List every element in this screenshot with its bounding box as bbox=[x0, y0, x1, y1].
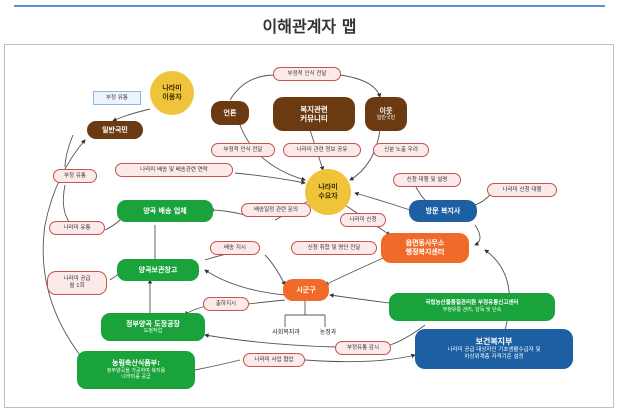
label-info-share: 나라미 관련 정보 공유 bbox=[283, 143, 361, 157]
edge-schedule-delivery bbox=[209, 207, 246, 216]
label-supply: 나라미 공급 월 1회 bbox=[47, 271, 107, 295]
node-neighbor: 이웃 일반국민 bbox=[365, 97, 407, 131]
edge-town-city bbox=[324, 254, 391, 286]
node-mill: 정부양곡 도정공장 도정작업 bbox=[101, 313, 205, 341]
edge-city-split bbox=[284, 300, 326, 327]
node-welfare-community: 복지관련 커뮤니티 bbox=[273, 97, 355, 131]
node-agriculture: 농정과 bbox=[319, 329, 337, 337]
node-warehouse: 양곡보관창고 bbox=[117, 259, 199, 281]
node-mohw: 보건복지부 나라미 공급 대상자인 기초생활수급자 및 차상위계층 자격기준 설… bbox=[415, 329, 573, 369]
edge-distribution bbox=[104, 219, 121, 231]
edge-fraud-left bbox=[62, 184, 71, 224]
label-negative-perception: 부정적 인식 전달 bbox=[211, 143, 275, 157]
edge-neg-neighbor bbox=[339, 74, 382, 98]
edge-coop-mohw bbox=[304, 353, 416, 363]
label-apply-promo: 나라미 신청 대행 bbox=[487, 183, 557, 197]
edge-mafra-general bbox=[42, 139, 86, 356]
label-apply-explain: 신청 대행 및 설명 bbox=[393, 173, 461, 187]
node-naqs: 국립농산물품질관리원 부정유통신고센터 부정유통 관리, 감독 및 단속 bbox=[389, 293, 555, 321]
edge-neighbor-recipient bbox=[349, 129, 381, 181]
label-delivery-order: 배송 지시 bbox=[210, 241, 260, 255]
edge-media-top bbox=[229, 74, 276, 101]
label-delivery-contact: 나라미 배송 및 배송관련 연락 bbox=[115, 163, 233, 177]
label-apply: 나라미 신청 bbox=[340, 213, 386, 227]
edge-media-recipient bbox=[239, 124, 306, 182]
node-social-welfare: 사회복지과 bbox=[272, 329, 300, 337]
title-rule bbox=[14, 5, 605, 7]
title-area: 이해관계자 맵 bbox=[0, 0, 619, 40]
edge-city-warehouse bbox=[204, 269, 286, 296]
node-visit-welfare: 방문 복지사 bbox=[409, 200, 477, 222]
node-delivery-company: 양곡 배송 업체 bbox=[117, 200, 213, 222]
page-title: 이해관계자 맵 bbox=[262, 17, 357, 36]
node-user-highlight: 부정 유통 bbox=[93, 91, 141, 105]
edge-user-general bbox=[112, 108, 151, 122]
label-release-order: 출하지시 bbox=[203, 297, 249, 311]
node-naramie-recipient: 나라미 수요자 bbox=[305, 169, 351, 215]
edge-visit-town bbox=[474, 224, 481, 246]
node-media: 언론 bbox=[211, 101, 249, 125]
label-report-concern: 신분 노출 우려 bbox=[373, 143, 429, 157]
edge-visit-recipient bbox=[354, 191, 411, 211]
edge-order-city bbox=[264, 254, 286, 286]
edge-general-fraud bbox=[64, 134, 74, 168]
node-city: 시군구 bbox=[283, 279, 329, 301]
node-mafra: 농림축산식품부: 정부양곡을 가공하여 복지용 나라미를 공급 bbox=[77, 351, 195, 389]
label-fraud-distribution: 부정 유통 bbox=[53, 169, 97, 183]
edge-delivery-recipient bbox=[234, 172, 306, 185]
label-project-coop: 나라미 사업 협업 bbox=[243, 353, 305, 367]
label-distribution: 나라미 유통 bbox=[49, 221, 105, 235]
node-general-public: 일반국민 bbox=[87, 121, 143, 139]
label-apply-accept: 신청 취합 및 명단 전달 bbox=[291, 241, 377, 255]
stakeholder-map: 나라미 이용자 부정 유통 일반국민 부정 유통 부정적 인식 전달 언론 복지… bbox=[4, 44, 614, 408]
label-fraud-monitor: 부정유통 감시 bbox=[335, 341, 391, 355]
label-negative-perception-top: 부정적 인식 전달 bbox=[273, 67, 341, 81]
edge-naqs-monitor bbox=[389, 324, 426, 346]
node-town-office: 읍면동사무소 행정복지센터 bbox=[381, 233, 469, 263]
edge-monitor-mill bbox=[204, 333, 336, 348]
node-naramie-user: 나라미 이용자 bbox=[150, 71, 194, 115]
label-delivery-schedule: 배송일정 관련 문의 bbox=[241, 203, 311, 217]
edge-mafra-coop bbox=[194, 359, 241, 371]
